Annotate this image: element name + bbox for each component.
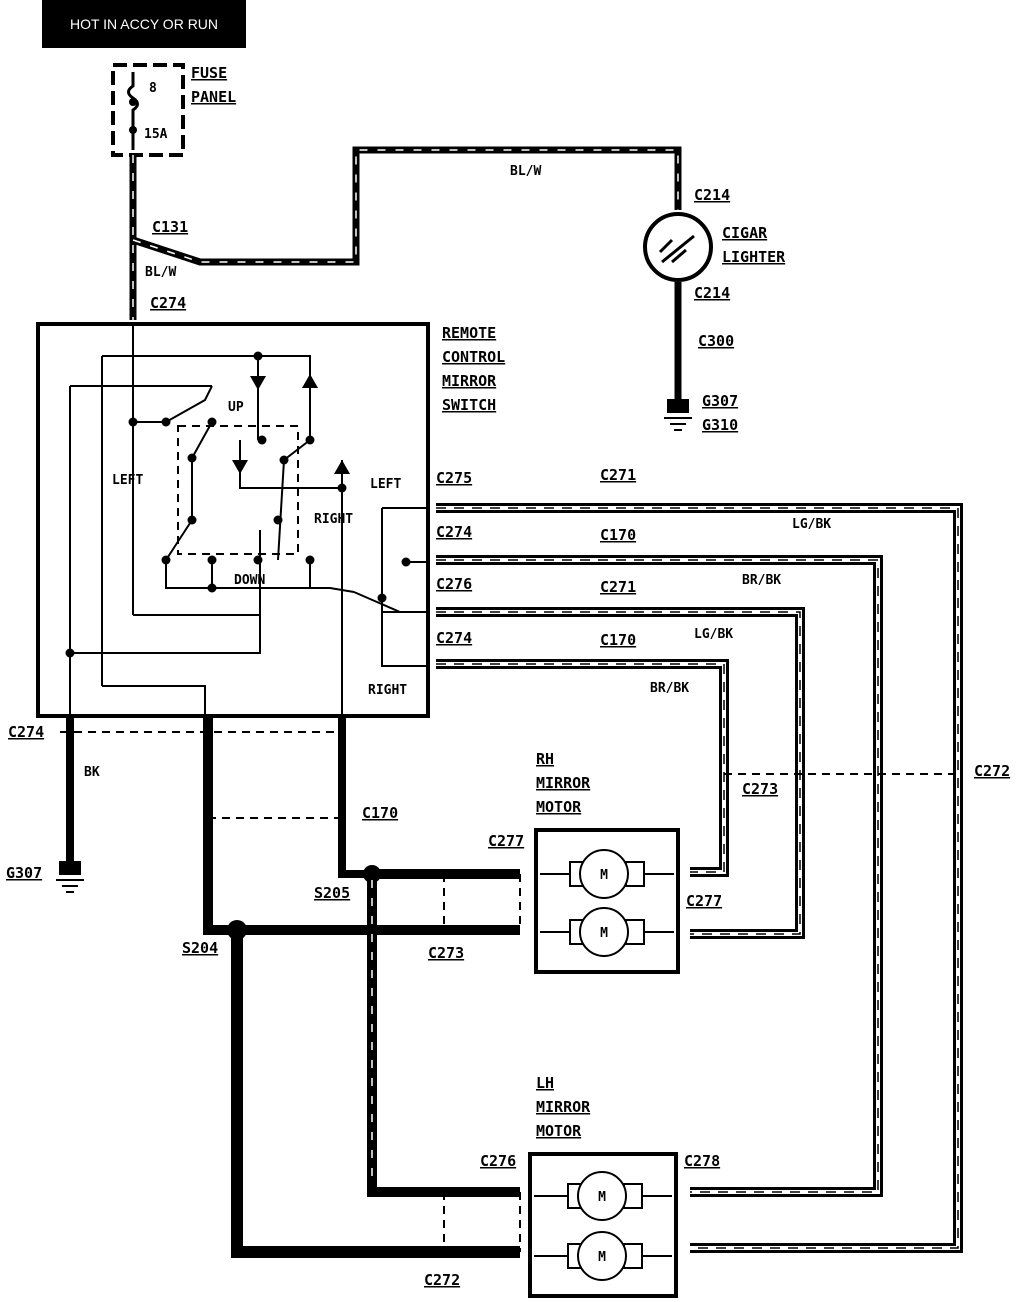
power-header-label: HOT IN ACCY OR RUN: [70, 16, 218, 32]
lh-motor-label-2: MIRROR: [536, 1098, 591, 1116]
splice-s205-label: S205: [314, 884, 350, 902]
switch-internal-circuit: [69, 326, 426, 716]
cigar-lighter-label-2: LIGHTER: [722, 248, 786, 266]
connector-c273-right: C273: [742, 780, 778, 798]
rh-motor-label-1: RH: [536, 750, 554, 768]
svg-text:M: M: [598, 1190, 606, 1205]
cigar-lighter-label-1: CIGAR: [722, 224, 768, 242]
rh-motor-lower: M: [540, 907, 674, 957]
lh-motor-label-1: LH: [536, 1074, 554, 1092]
switch-output-harness: [436, 503, 963, 1253]
connector-c274-b: C274: [436, 523, 472, 541]
wire-bl-w-top: BL/W: [510, 164, 541, 179]
ground-g307-left: G307: [6, 864, 42, 882]
lh-motor-lower: M: [534, 1231, 672, 1281]
connector-c271-b: C271: [600, 578, 636, 596]
connector-c275: C275: [436, 469, 472, 487]
cigar-lighter-symbol: [643, 212, 713, 282]
wire-bl-w-left: BL/W: [145, 265, 176, 280]
wire-br-bk-1: BR/BK: [742, 573, 781, 588]
switch-label-3: MIRROR: [442, 372, 497, 390]
switch-right-inner-label: RIGHT: [314, 512, 353, 527]
connector-c271-a: C271: [600, 466, 636, 484]
rh-motor-label-3: MOTOR: [536, 798, 582, 816]
ground-g307-g310-symbol: [664, 399, 692, 431]
fuse-number: 8: [149, 81, 157, 96]
svg-text:M: M: [598, 1250, 606, 1265]
connector-c170-a: C170: [600, 526, 636, 544]
remote-control-mirror-switch: [36, 322, 430, 718]
ground-g307-left-symbol: [56, 861, 84, 893]
connector-c214-top: C214: [694, 186, 730, 204]
connector-c278: C278: [684, 1152, 720, 1170]
switch-diodes: [232, 374, 350, 474]
wire-lg-bk-2: LG/BK: [694, 627, 733, 642]
lh-motor-upper: M: [534, 1171, 672, 1221]
switch-right-outer-label: RIGHT: [368, 683, 407, 698]
switch-up-label: UP: [228, 400, 244, 415]
switch-label-4: SWITCH: [442, 396, 496, 414]
connector-c276-bottom: C276: [480, 1152, 516, 1170]
splice-s204-label: S204: [182, 939, 218, 957]
connector-c272-right: C272: [974, 762, 1010, 780]
ground-g307-g310-b: G310: [702, 416, 738, 434]
switch-left-inner-label: LEFT: [112, 473, 143, 488]
connector-c273-bottom: C273: [428, 944, 464, 962]
ground-g307-g310-a: G307: [702, 392, 738, 410]
switch-nodes: [65, 351, 411, 658]
connector-c274-top: C274: [150, 294, 186, 312]
connector-c170-c: C170: [362, 804, 398, 822]
fuse-rating: 15A: [144, 127, 168, 142]
connector-c274-c: C274: [436, 629, 472, 647]
switch-label-2: CONTROL: [442, 348, 505, 366]
connector-c276-a: C276: [436, 575, 472, 593]
power-header-box: [42, 0, 246, 48]
wire-bl-w: [131, 146, 682, 266]
rh-motor-label-2: MIRROR: [536, 774, 591, 792]
connector-c131: C131: [152, 218, 188, 236]
wire-bk: BK: [84, 765, 100, 780]
connector-c277-left: C277: [488, 832, 524, 850]
wire-br-bk-2: BR/BK: [650, 681, 689, 696]
connector-c272-bottom: C272: [424, 1271, 460, 1289]
fuse-element: [127, 72, 139, 150]
connector-c170-b: C170: [600, 631, 636, 649]
fuse-panel-label-1: FUSE: [191, 64, 227, 82]
lh-motor-label-3: MOTOR: [536, 1122, 582, 1140]
switch-label-1: REMOTE: [442, 324, 496, 342]
fuse-panel-label-2: PANEL: [191, 88, 236, 106]
rh-motor-upper: M: [540, 849, 674, 899]
connector-c214-bottom: C214: [694, 284, 730, 302]
connector-c277-right: C277: [686, 892, 722, 910]
svg-text:M: M: [600, 868, 608, 883]
svg-text:M: M: [600, 926, 608, 941]
switch-dashed-linkage: [177, 425, 299, 555]
switch-left-outer-label: LEFT: [370, 477, 401, 492]
wire-lg-bk-1: LG/BK: [792, 517, 831, 532]
switch-down-label: DOWN: [234, 573, 265, 588]
connector-c300: C300: [698, 332, 734, 350]
connector-c274-left: C274: [8, 723, 44, 741]
